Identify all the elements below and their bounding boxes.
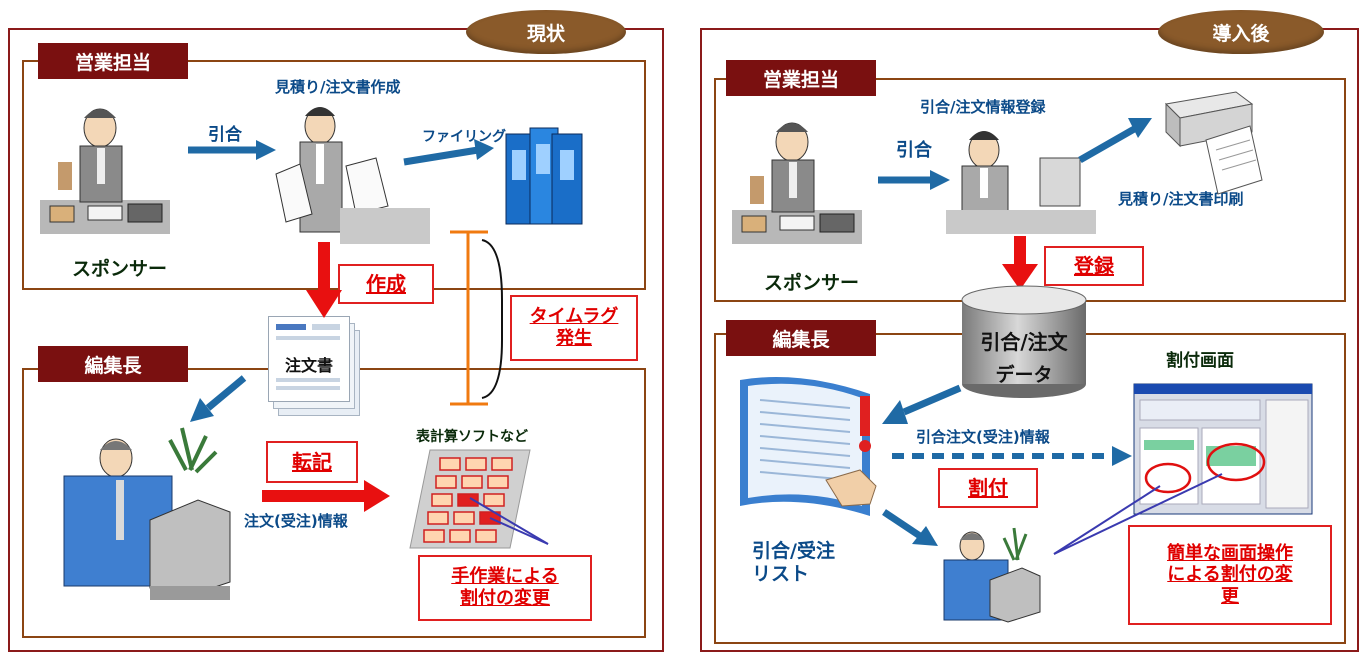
database-cylinder-icon — [961, 285, 1087, 398]
estimate-creation-label: 見積り/注文書作成 — [275, 78, 401, 96]
filing-binders-icon — [505, 127, 583, 225]
easy-operation-box: 簡単な画面操作 による割付の変 更 — [1128, 525, 1332, 625]
print-label: 見積り/注文書印刷 — [1118, 190, 1244, 208]
left-sponsor-label: スポンサー — [72, 258, 168, 280]
after-introduction-badge: 導入後 — [1158, 10, 1324, 54]
left-inquiry-label: 引合 — [208, 125, 242, 145]
right-editor-person-icon — [943, 527, 1041, 623]
timelag-box: タイムラグ 発生 — [510, 295, 638, 361]
layout-screen-label: 割付画面 — [1166, 351, 1234, 371]
right-inquiry-label: 引合 — [896, 140, 932, 161]
left-sales-tab: 営業担当 — [38, 43, 188, 79]
order-document: 注文書 — [268, 316, 362, 416]
right-order-info-label: 引合注文(受注)情報 — [916, 428, 1050, 446]
right-clerk-person-icon — [946, 131, 1096, 234]
right-sponsor-person-icon — [732, 122, 862, 244]
right-sponsor-label: スポンサー — [764, 272, 860, 294]
left-clerk-person-icon — [275, 107, 430, 244]
manual-change-box: 手作業による 割付の変更 — [418, 555, 592, 621]
right-editor-tab: 編集長 — [726, 320, 876, 356]
register-box: 登録 — [1044, 246, 1144, 286]
layout-screen-icon — [1133, 383, 1313, 515]
filing-label: ファイリング — [422, 129, 506, 145]
left-sponsor-person-icon — [40, 108, 170, 234]
left-order-info-label: 注文(受注)情報 — [244, 512, 348, 530]
spreadsheet-label: 表計算ソフトなど — [416, 429, 528, 445]
inquiry-order-list-icon — [740, 377, 877, 516]
left-editor-person-icon — [63, 427, 231, 600]
inquiry-order-list-label: 引合/受注 リスト — [752, 540, 835, 585]
current-state-badge: 現状 — [466, 10, 626, 54]
left-sales-section — [22, 60, 646, 290]
create-box: 作成 — [338, 264, 434, 304]
database-line1: 引合/注文 — [980, 330, 1068, 354]
register-info-label: 引合/注文情報登録 — [920, 98, 1046, 116]
assign-box: 割付 — [938, 468, 1038, 508]
printer-icon — [1164, 91, 1263, 195]
database-line2: データ — [995, 364, 1053, 386]
right-sales-tab: 営業担当 — [726, 60, 876, 96]
order-document-label: 注文書 — [284, 356, 333, 375]
left-editor-tab: 編集長 — [38, 346, 188, 382]
transcribe-box: 転記 — [266, 441, 358, 483]
